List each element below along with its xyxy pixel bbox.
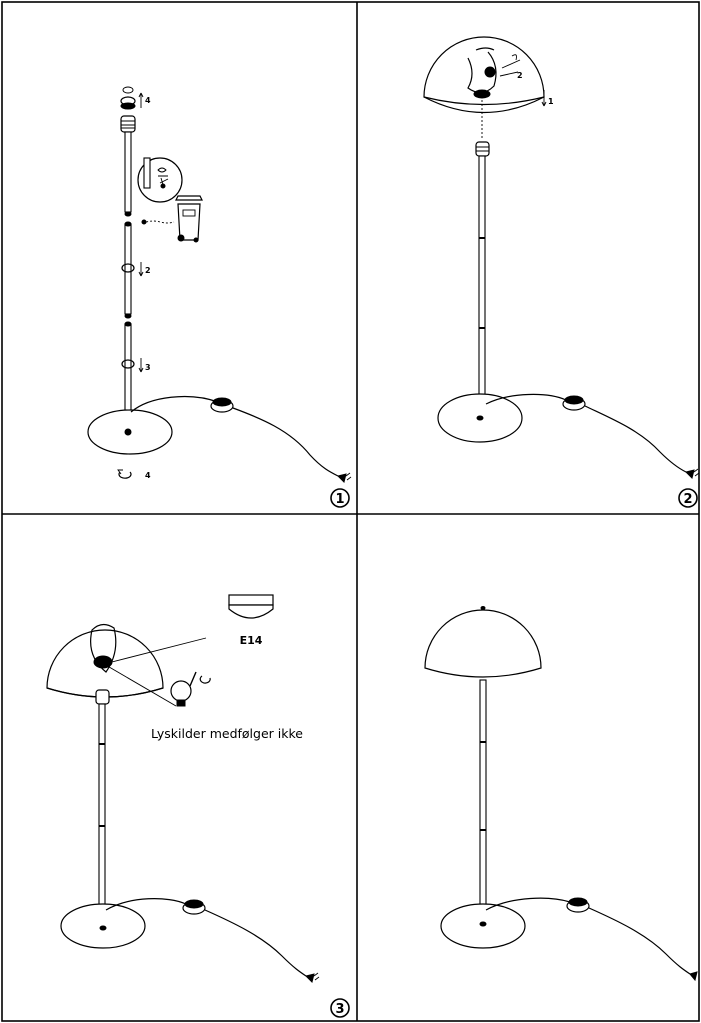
panel-step-2: 1 2 2 (423, 36, 700, 508)
svg-text:3: 3 (335, 1002, 344, 1017)
dome-shade-3 (46, 623, 164, 698)
panel-step-4 (424, 606, 698, 982)
cable-with-switch (130, 395, 352, 483)
callout-low-ring: 3 (145, 363, 151, 372)
lamp-base (87, 409, 173, 455)
callout-screw: 2 (517, 71, 523, 80)
callout-mid-ring: 2 (145, 266, 151, 275)
pole-segment-2 (124, 223, 132, 315)
lower-ring (121, 359, 135, 369)
lamp-holder (120, 115, 136, 133)
dome-shade (423, 36, 545, 140)
callout-top-ring: 4 (145, 96, 151, 105)
detail-zoom-circle (137, 157, 183, 203)
middle-ring (121, 263, 135, 273)
callout-shade-down: 1 (548, 97, 554, 106)
svg-text:1: 1 (335, 492, 344, 507)
waste-bin-icon (141, 195, 203, 243)
pole-segment-1 (124, 131, 132, 213)
bulb-insert-icon (103, 637, 211, 707)
svg-text:2: 2 (683, 492, 692, 507)
light-source-note: Lyskilder medfølger ikke (151, 726, 303, 741)
panel-step-1: 4 2 (87, 86, 352, 508)
step-badge-1: 1 (330, 488, 350, 508)
cable-with-switch-4 (485, 897, 698, 982)
panel-step-3: E14 Lyskilder medfølger ikke (46, 594, 350, 1018)
assembled-pole-2 (478, 155, 486, 419)
callout-base-ring: 4 (145, 471, 151, 480)
top-cap-parts (120, 86, 144, 110)
step-badge-3: 3 (330, 998, 350, 1018)
e14-bulb-icon (228, 594, 274, 619)
finished-lamp (424, 606, 542, 949)
bulb-type-label: E14 (240, 634, 263, 647)
assembled-pole-3 (98, 703, 106, 927)
base-ring-icon (117, 469, 132, 479)
step-badge-2: 2 (678, 488, 698, 508)
